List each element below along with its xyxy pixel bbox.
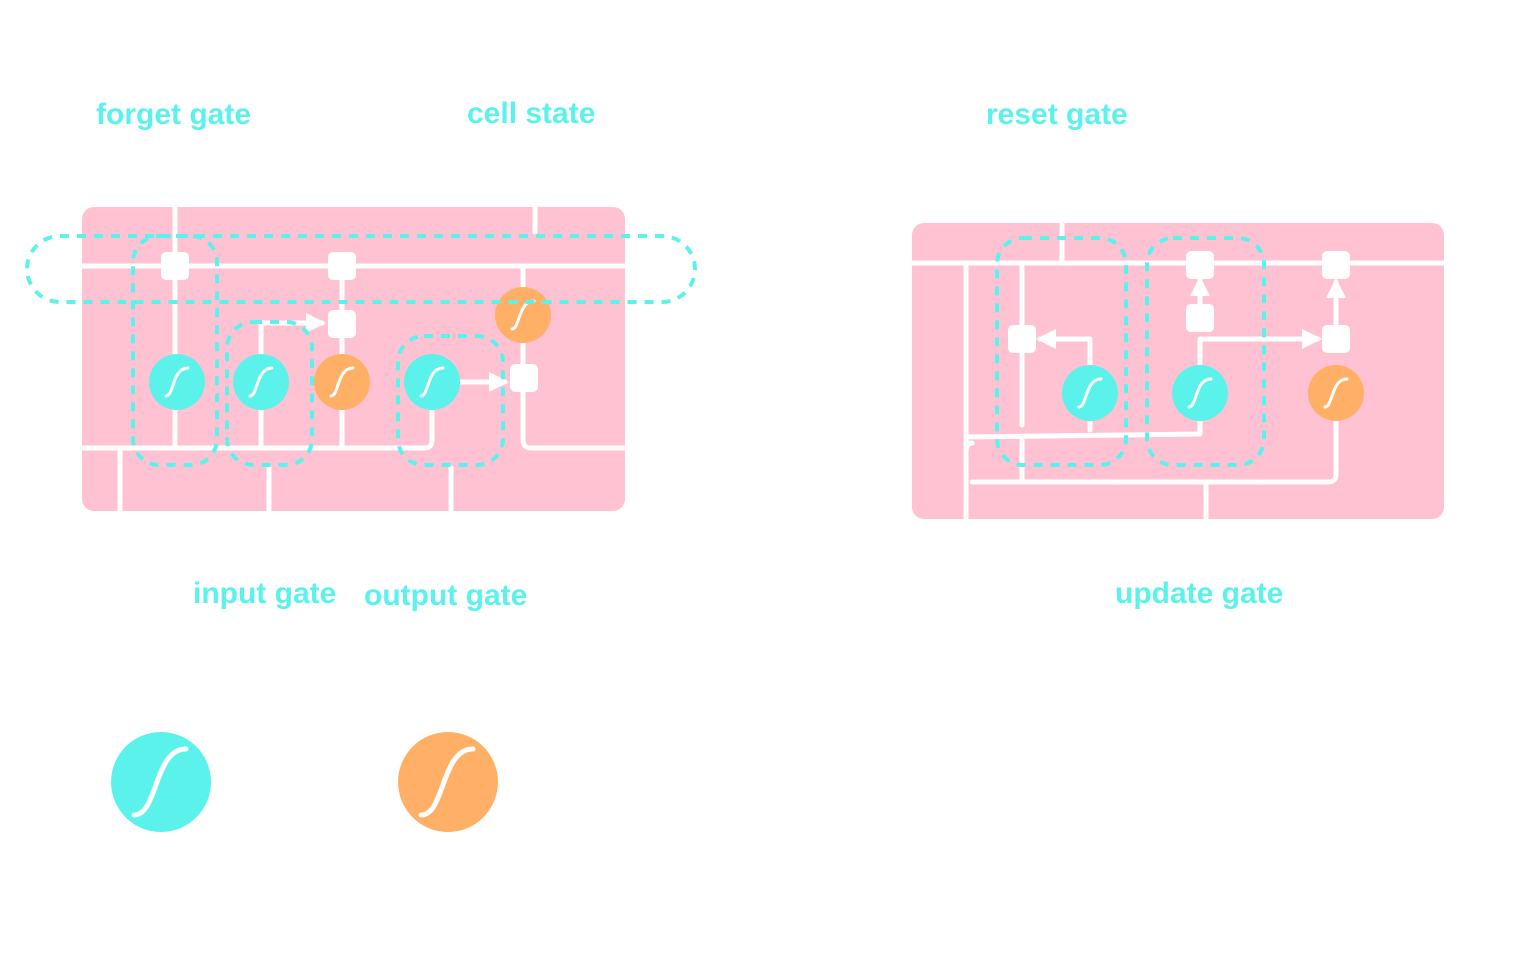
gru-candidate-tanh — [1308, 365, 1364, 421]
one-minus-node — [1186, 304, 1214, 332]
reset-multiply-node — [1008, 325, 1036, 353]
gru-cell — [909, 220, 1447, 521]
cell-state-label: cell state — [467, 97, 595, 130]
reset-gate-label: reset gate — [986, 98, 1128, 131]
output-multiply-node — [510, 364, 538, 392]
sigmoid-curve-icon — [111, 732, 211, 832]
gru-ops — [1008, 251, 1350, 353]
gru-update-sigmoid — [1172, 365, 1228, 421]
cell-state-highlight — [25, 234, 697, 304]
input-gate-highlight — [225, 320, 314, 467]
cell-add-node — [328, 252, 356, 280]
gru-highlights — [995, 236, 1266, 467]
lstm-ops — [161, 252, 538, 392]
gru-panel — [912, 223, 1444, 519]
update-gate-highlight — [1145, 236, 1266, 467]
output-gate-highlight — [396, 334, 505, 467]
update-multiply-node — [1186, 251, 1214, 279]
output-gate-label: output gate — [364, 579, 527, 612]
forget-multiply-node — [161, 252, 189, 280]
lstm-cell-tanh — [495, 287, 551, 343]
reset-gate-highlight — [995, 236, 1128, 467]
lstm-forget-sigmoid — [149, 354, 205, 410]
lstm-input-sigmoid — [233, 354, 289, 410]
forget-gate-highlight — [131, 234, 219, 467]
output-add-node — [1322, 251, 1350, 279]
input-gate-label: input gate — [193, 577, 336, 610]
gru-reset-sigmoid — [1062, 365, 1118, 421]
lstm-output-sigmoid — [404, 354, 460, 410]
lstm-cell — [25, 204, 697, 513]
tanh-curve-icon — [398, 732, 498, 832]
candidate-multiply-node — [1322, 325, 1350, 353]
input-multiply-node — [328, 310, 356, 338]
lstm-highlights — [25, 234, 697, 467]
lstm-candidate-tanh — [314, 354, 370, 410]
update-gate-label: update gate — [1115, 577, 1283, 610]
forget-gate-label: forget gate — [96, 98, 251, 131]
